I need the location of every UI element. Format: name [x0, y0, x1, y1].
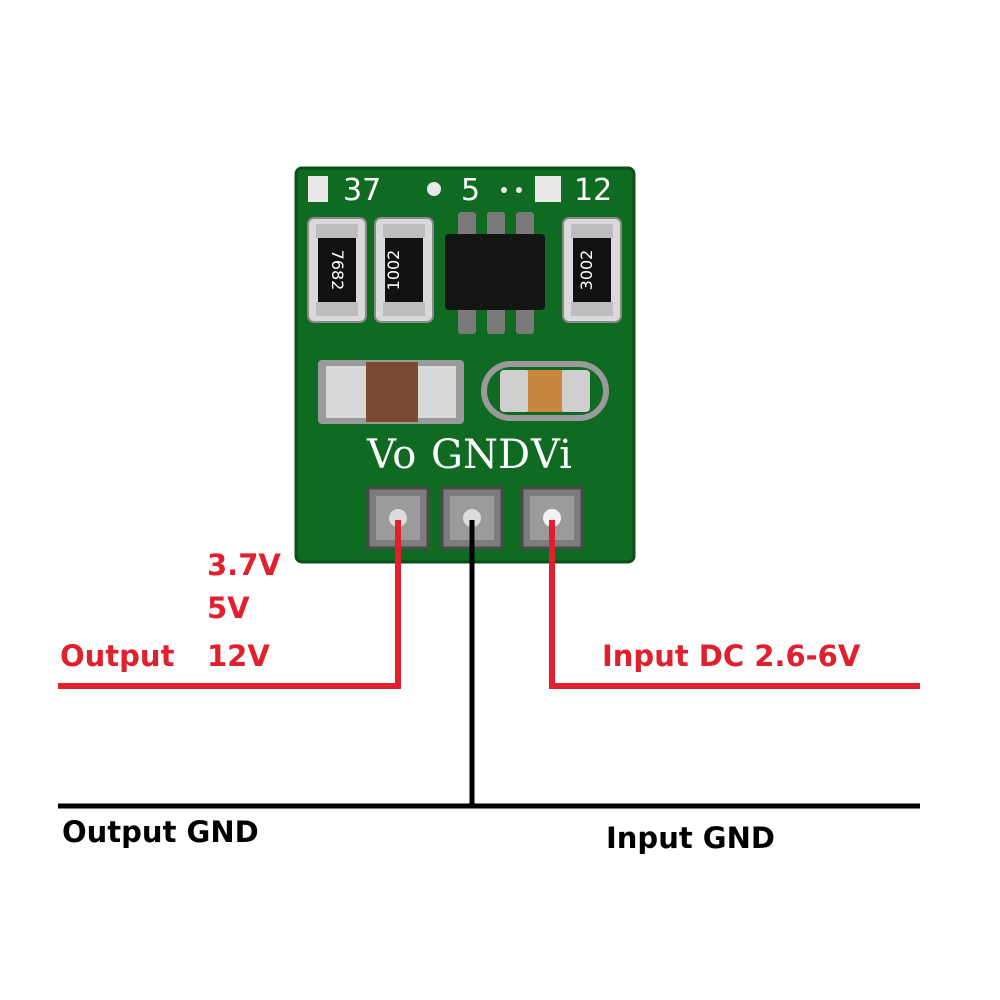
- resistor-1: 7682: [307, 217, 367, 323]
- input-gnd-label: Input GND: [606, 821, 775, 855]
- capacitor-2: [481, 361, 609, 421]
- ic-chip: [445, 212, 545, 334]
- output-option-5v: 5V: [207, 591, 250, 625]
- resistor-2-code: 1002: [384, 250, 403, 291]
- top-label-12: 12: [574, 173, 612, 208]
- jumper-pad-1: [308, 176, 328, 202]
- jumper-dot-3: [516, 187, 522, 193]
- resistor-3-code: 3002: [577, 250, 596, 291]
- pin-label-vo: Vo: [366, 432, 416, 478]
- top-label-5: 5: [461, 173, 480, 208]
- input-wire: [549, 520, 920, 689]
- resistor-1-code: 7682: [328, 250, 347, 291]
- jumper-pad-2: [535, 176, 561, 202]
- input-label: Input DC 2.6-6V: [602, 639, 861, 673]
- capacitor-1: [318, 360, 464, 424]
- jumper-dot-2: [501, 187, 507, 193]
- jumper-dot-1: [427, 182, 441, 196]
- pin-label-gnd: GND: [431, 432, 530, 478]
- output-wire: [58, 520, 401, 689]
- top-label-37: 37: [343, 173, 381, 208]
- pin-vi: [520, 486, 584, 550]
- pcb-board-edge: [294, 166, 636, 564]
- resistor-3: 3002: [562, 217, 622, 323]
- resistor-2: 1002: [374, 217, 434, 323]
- pin-gnd: [440, 486, 504, 550]
- output-gnd-label: Output GND: [62, 815, 259, 849]
- output-option-3v7: 3.7V: [207, 548, 281, 582]
- pin-label-vi: Vi: [530, 432, 572, 478]
- wires: [58, 520, 920, 809]
- output-option-12v: 12V: [207, 639, 270, 673]
- output-label: Output: [60, 639, 175, 673]
- pcb-module: 37 5 12 7682 1002: [294, 166, 636, 564]
